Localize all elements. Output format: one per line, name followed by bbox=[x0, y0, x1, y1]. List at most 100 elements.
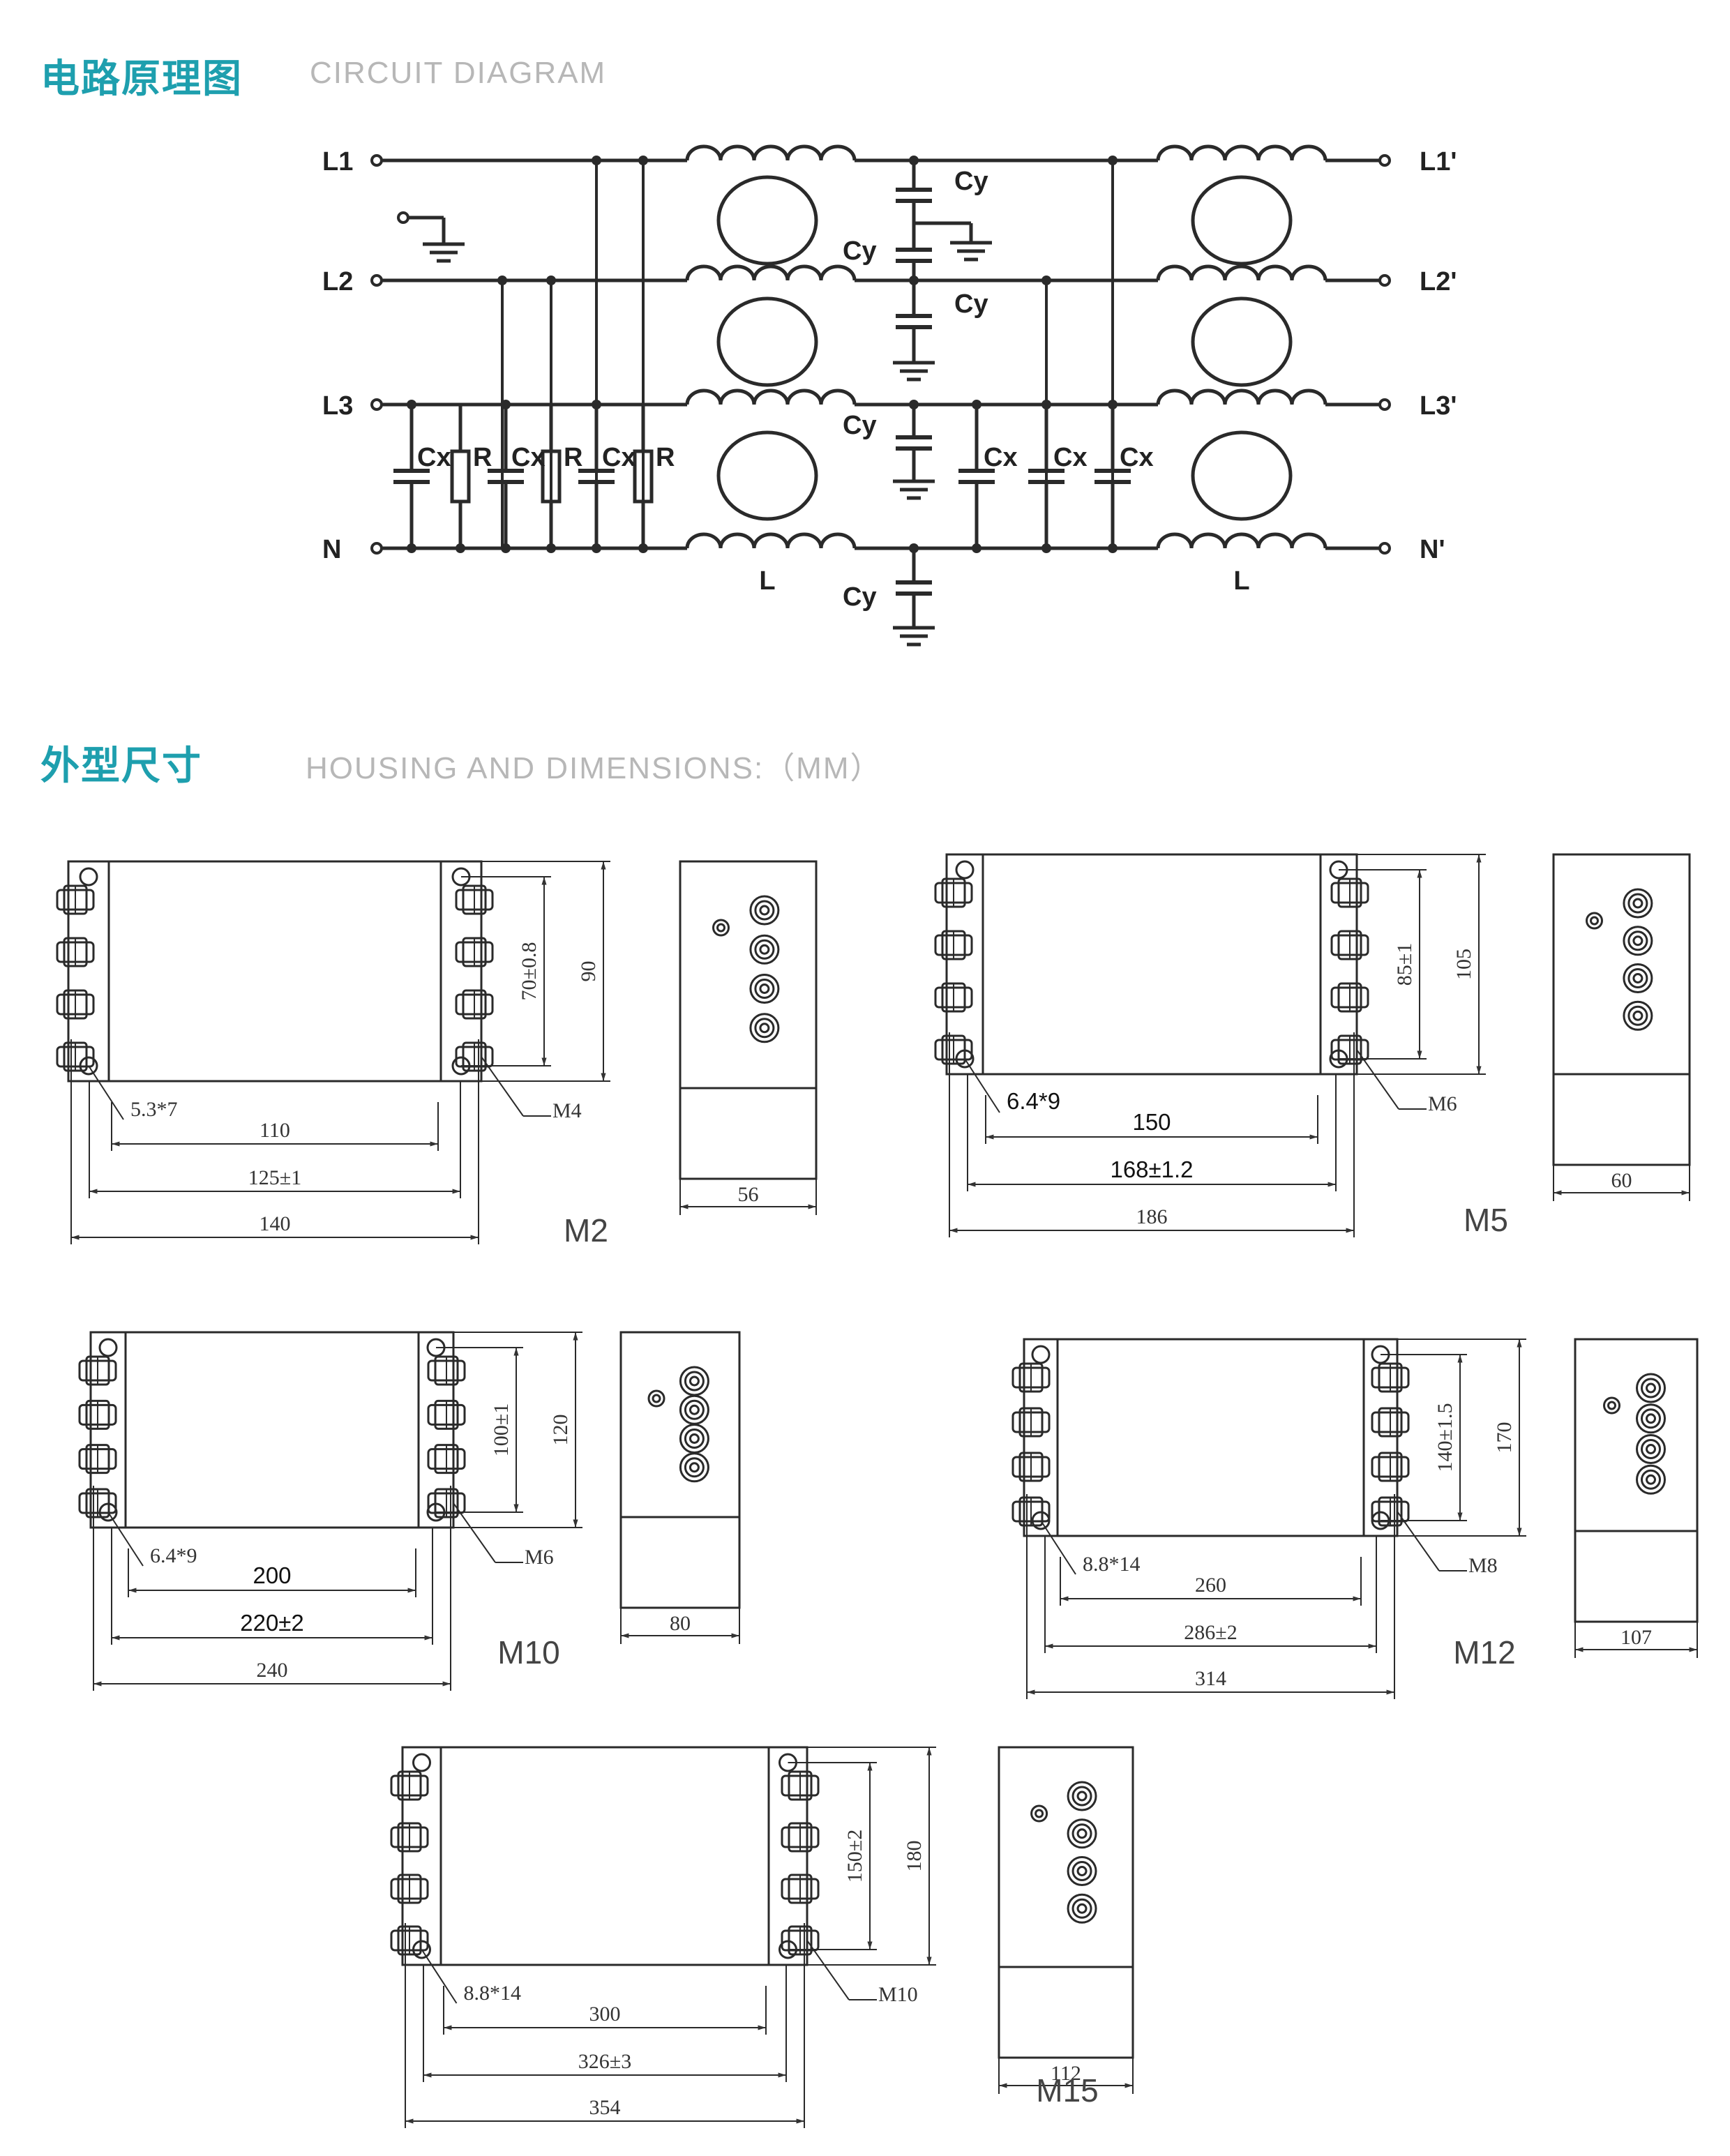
dim-overall-height: 170 bbox=[1493, 1422, 1516, 1454]
input-label-1: L2 bbox=[322, 267, 353, 296]
dimension-arrow bbox=[424, 1635, 433, 1641]
output-label-3: N' bbox=[1420, 535, 1445, 564]
dim-hole-height: 85±1 bbox=[1393, 943, 1416, 986]
cx-label: Cx bbox=[511, 443, 546, 472]
stud-terminal bbox=[754, 979, 775, 999]
leader-line bbox=[1397, 1511, 1440, 1571]
model-label-M15: M15 bbox=[1036, 2072, 1098, 2109]
cx-label: Cx bbox=[602, 443, 636, 472]
dim-depth: 80 bbox=[670, 1612, 691, 1635]
mounting-hole bbox=[955, 860, 975, 880]
dimension-arrow bbox=[1689, 1647, 1697, 1652]
side-view-M12: 107 bbox=[1574, 1338, 1699, 1658]
stud-terminal bbox=[1636, 1434, 1666, 1464]
stud-terminal bbox=[1071, 1898, 1092, 1919]
dim-inner-width: 150 bbox=[1132, 1109, 1171, 1135]
dim-overall-height: 105 bbox=[1452, 949, 1475, 980]
cy-label: Cy bbox=[954, 289, 988, 319]
earth-stud bbox=[1590, 916, 1599, 926]
bolt-size-label: M10 bbox=[878, 1983, 918, 2006]
stud-terminal bbox=[749, 895, 780, 926]
dimension-arrow bbox=[1517, 1528, 1522, 1536]
circuit-section-header: 电路原理图 CIRCUIT DIAGRAM bbox=[0, 35, 1730, 112]
dimension-arrow bbox=[112, 1635, 120, 1641]
dimension-arrow bbox=[1060, 1596, 1069, 1601]
stud-terminal bbox=[1067, 1781, 1097, 1811]
inductor-coil bbox=[685, 532, 857, 549]
stud-terminal bbox=[1067, 1818, 1097, 1849]
junction-dot bbox=[456, 543, 465, 553]
dim-overall-height: 180 bbox=[903, 1841, 926, 1872]
junction-dot bbox=[638, 156, 648, 165]
stud-terminal bbox=[749, 1013, 780, 1043]
dimension-arrow bbox=[573, 1519, 578, 1528]
stud-terminal bbox=[1071, 1823, 1092, 1844]
junction-dot bbox=[546, 543, 556, 553]
stud-terminal bbox=[759, 1023, 770, 1034]
dimension-arrow bbox=[541, 877, 547, 885]
dimension-arrow bbox=[1327, 1182, 1336, 1187]
mounting-flange bbox=[1023, 1338, 1059, 1537]
earth-stud bbox=[652, 1394, 661, 1403]
dimension-arrow bbox=[1417, 1050, 1422, 1059]
dim-hole-height: 140±1.5 bbox=[1434, 1403, 1457, 1472]
stud-terminal bbox=[1646, 1474, 1656, 1485]
stud-terminal bbox=[684, 1428, 705, 1449]
stud-terminal bbox=[1646, 1413, 1656, 1424]
choke-core bbox=[716, 296, 818, 387]
leader-line bbox=[1040, 1520, 1076, 1575]
cy-label: Cy bbox=[843, 411, 877, 440]
dim-overall-width: 314 bbox=[1195, 1667, 1226, 1690]
dimension-arrow bbox=[601, 1073, 606, 1081]
stud-terminal bbox=[1623, 1000, 1653, 1031]
junction-dot bbox=[972, 400, 981, 409]
terminal bbox=[370, 398, 383, 411]
stud-terminal bbox=[1636, 1373, 1666, 1403]
dimension-arrow bbox=[423, 2072, 432, 2078]
dimension-arrow bbox=[573, 1332, 578, 1341]
side-view-M15: 112 bbox=[998, 1746, 1134, 2094]
cy-label: Cy bbox=[954, 167, 988, 196]
dimension-arrow bbox=[1554, 1190, 1562, 1196]
stud-terminal bbox=[1071, 1786, 1092, 1807]
dimension-arrow bbox=[1353, 1596, 1361, 1601]
model-label-M10: M10 bbox=[497, 1634, 559, 1671]
inductor-label: L bbox=[759, 566, 775, 596]
dimension-arrow bbox=[1124, 2083, 1133, 2088]
r-label: R bbox=[564, 443, 582, 472]
side-view-M2: 56 bbox=[679, 860, 818, 1215]
junction-dot bbox=[909, 156, 919, 165]
dimension-arrow bbox=[926, 1957, 932, 1965]
mounting-hole bbox=[412, 1753, 431, 1772]
dimension-arrow bbox=[731, 1633, 739, 1638]
dimension-arrow bbox=[986, 1134, 994, 1140]
junction-dot bbox=[1108, 400, 1118, 409]
junction-dot bbox=[546, 276, 556, 285]
dimension-arrow bbox=[808, 1204, 816, 1209]
dimension-arrow bbox=[112, 1141, 120, 1147]
leader-line bbox=[107, 1512, 144, 1567]
model-label-M5: M5 bbox=[1464, 1202, 1508, 1238]
inductor-coil bbox=[1156, 389, 1327, 405]
stud-terminal bbox=[689, 1404, 700, 1415]
mounting-hole bbox=[98, 1338, 118, 1357]
output-label-0: L1' bbox=[1420, 147, 1457, 176]
dim-inner-width: 110 bbox=[260, 1119, 290, 1142]
stud-terminal bbox=[1627, 893, 1648, 914]
dimension-arrow bbox=[1386, 1689, 1394, 1695]
inductor-coil bbox=[1156, 532, 1327, 549]
side-view-M5: 60 bbox=[1552, 853, 1691, 1201]
dimension-arrow bbox=[867, 1763, 873, 1771]
dimension-arrow bbox=[1681, 1190, 1690, 1196]
side-housing bbox=[998, 1746, 1134, 2059]
dimension-arrow bbox=[778, 2072, 786, 2078]
cx-label: Cx bbox=[417, 443, 451, 472]
stud-terminal bbox=[749, 974, 780, 1004]
dimension-arrow bbox=[1045, 1643, 1053, 1649]
stud-terminal bbox=[754, 939, 775, 960]
dimension-arrow bbox=[444, 2025, 452, 2030]
housing-body bbox=[107, 860, 442, 1083]
